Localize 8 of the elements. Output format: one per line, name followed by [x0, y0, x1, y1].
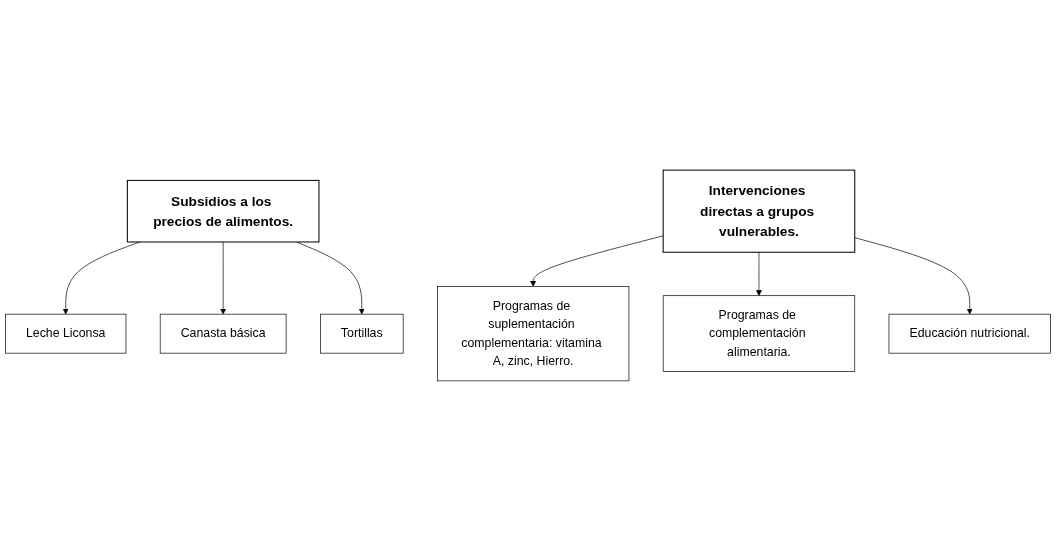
node-box: Tortillas — [320, 313, 404, 354]
node-box: Canasta básica — [159, 313, 287, 354]
node-box: Programas de suplementación complementaria: vitamina A, zinc, Hierro. — [437, 286, 630, 382]
node-box: Subsidios a los precios de alimentos. — [126, 179, 320, 243]
node-box: Educación nutricional. — [888, 313, 1051, 354]
node-box: Programas de complementación alimentaria. — [662, 295, 856, 372]
node-box: Intervenciones directas a grupos vulnerables. — [662, 169, 856, 253]
node-box: Leche Liconsa — [5, 313, 127, 354]
